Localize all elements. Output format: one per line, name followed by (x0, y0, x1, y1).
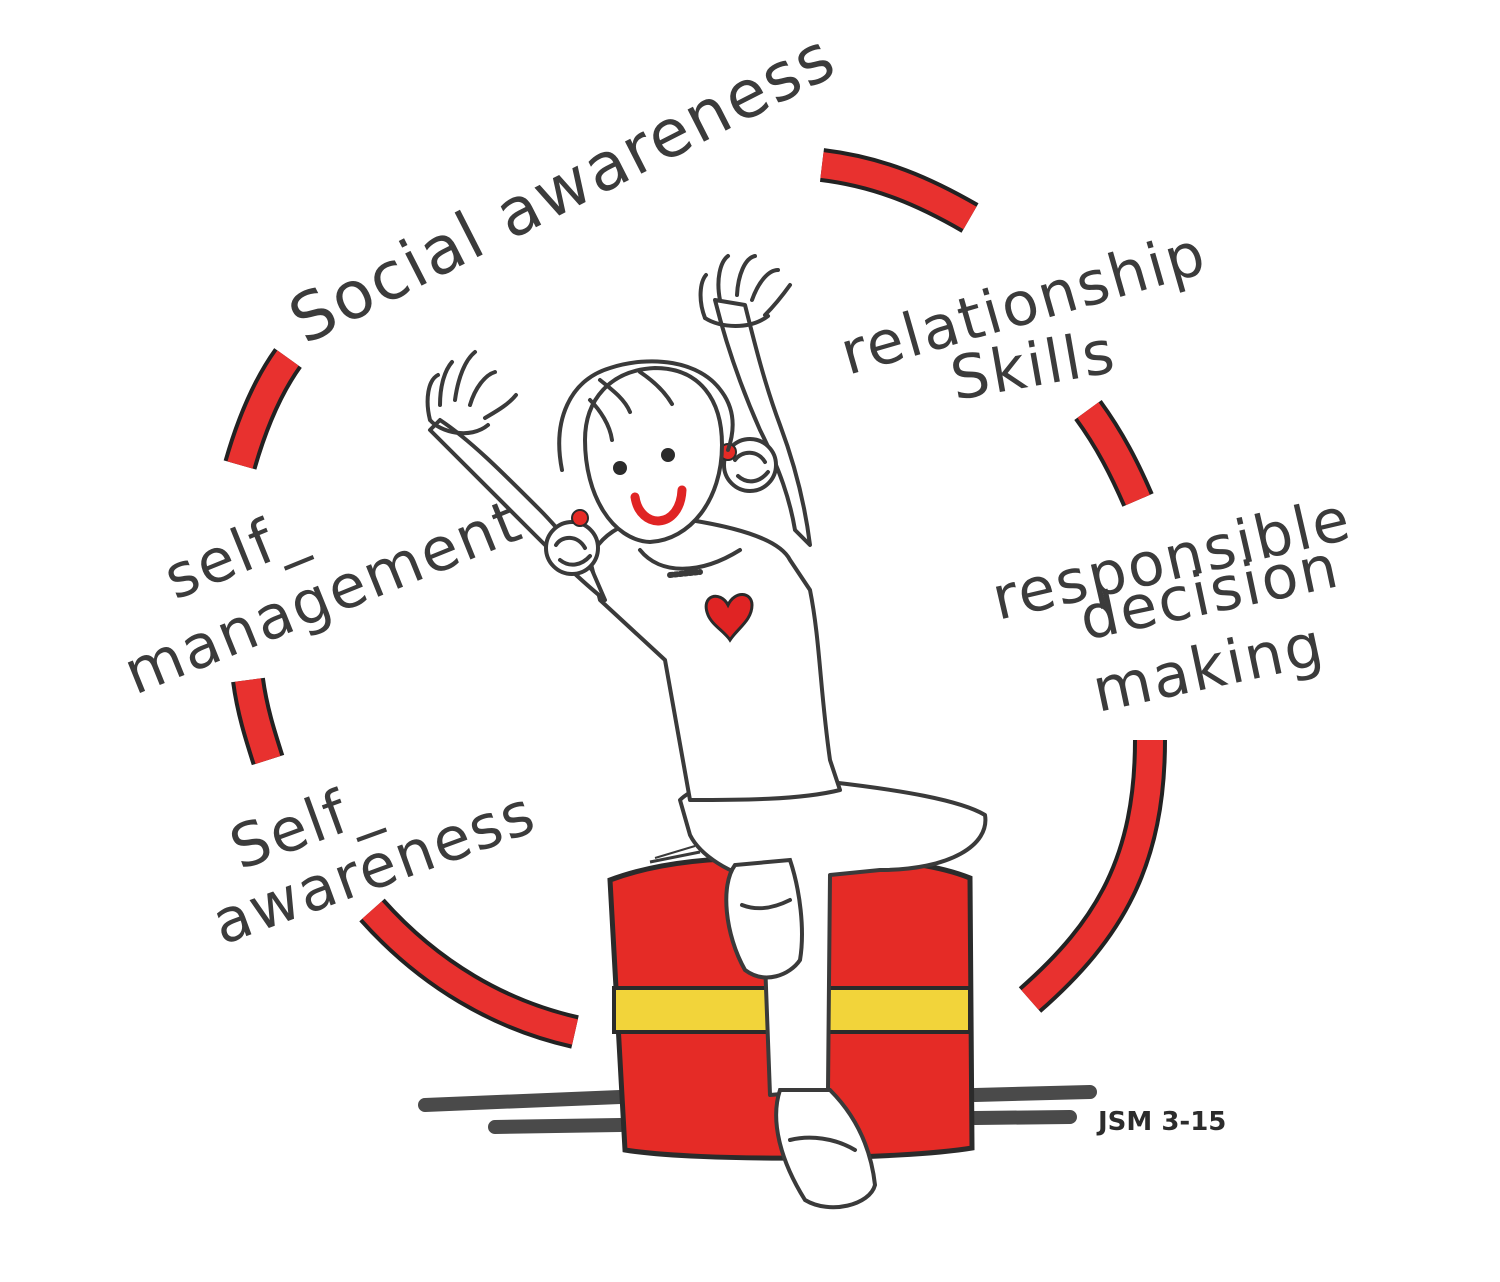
label-social-awareness: Social awareness (277, 18, 847, 359)
left-eye (613, 461, 627, 475)
competency-ring (223, 148, 1167, 1049)
floor-lines (418, 1085, 1097, 1134)
heart-icon (704, 593, 754, 643)
right-eye (661, 448, 675, 462)
face (582, 365, 725, 545)
hair-bun-right (719, 437, 778, 493)
girl-figure (425, 254, 988, 1210)
artist-signature: JSM 3-15 (1096, 1107, 1226, 1137)
hair-bun-left (544, 509, 600, 576)
smile (630, 485, 687, 526)
